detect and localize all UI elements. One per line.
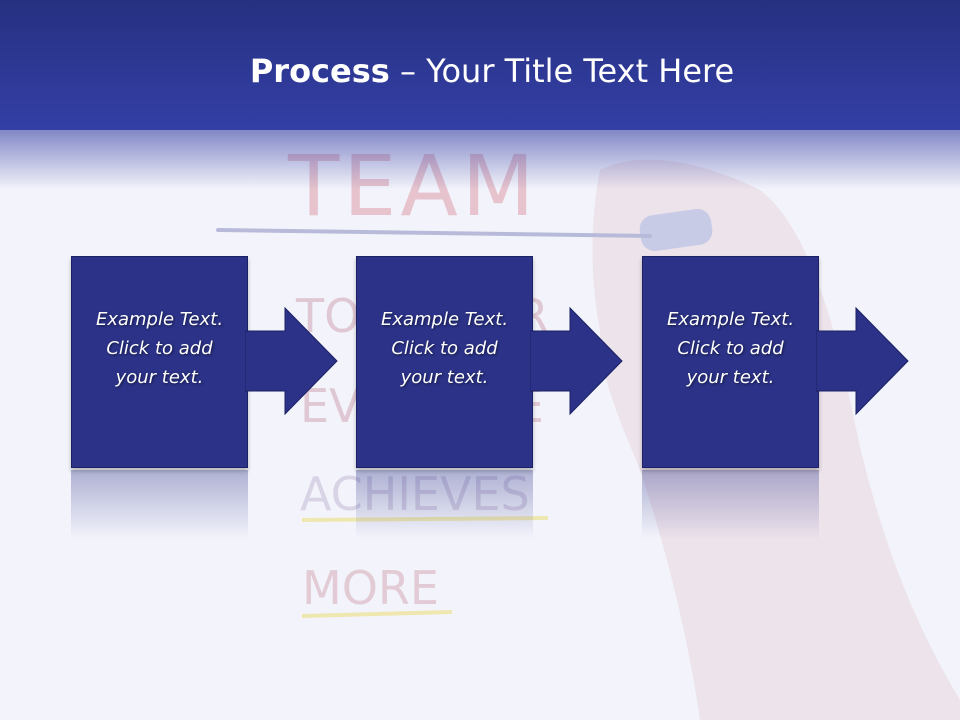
step-text-2[interactable]: Example Text. Click to add your text. (380, 308, 509, 388)
step-box-3[interactable]: Example Text. Click to add your text. (642, 256, 819, 468)
title-bold: Process (249, 52, 390, 90)
step-text-1[interactable]: Example Text. Click to add your text. (95, 308, 224, 388)
step-text-3[interactable]: Example Text. Click to add your text. (666, 308, 795, 388)
step-box-2[interactable]: Example Text. Click to add your text. (356, 256, 533, 468)
step-reflection (642, 470, 819, 540)
marker-icon (639, 208, 713, 252)
step-reflection (71, 470, 248, 540)
title-rest: – Your Title Text Here (389, 52, 735, 90)
arrow-right-icon (245, 306, 338, 416)
slide-title[interactable]: Process – Your Title Text Here (0, 52, 960, 90)
arrow-right-icon (816, 306, 909, 416)
word-achieves: ACHIEVES (300, 467, 530, 521)
underline-stroke (216, 228, 652, 238)
step-reflection (356, 470, 533, 540)
arrow-right-icon (530, 306, 623, 416)
word-more: MORE (302, 561, 439, 615)
title-banner-fade (0, 130, 960, 190)
title-banner (0, 0, 960, 130)
step-box-1[interactable]: Example Text. Click to add your text. (71, 256, 248, 468)
